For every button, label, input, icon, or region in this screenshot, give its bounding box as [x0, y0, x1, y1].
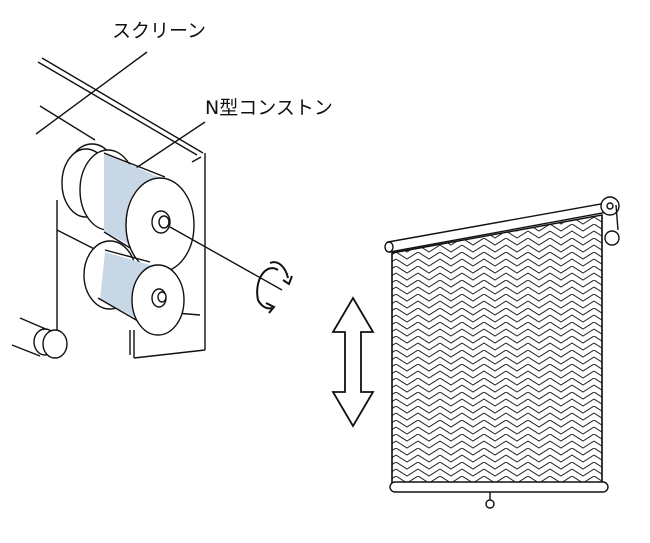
- shaft-axis-line: [169, 226, 283, 291]
- rotation-arrow-icon: [256, 261, 293, 314]
- roller-blind: [384, 196, 620, 509]
- screen-label: スクリーン: [112, 20, 207, 42]
- constant-spring-roll-large: [61, 143, 195, 273]
- constant-spring-roll-small: [83, 240, 185, 336]
- spring-leader-line: [129, 121, 206, 173]
- up-down-arrow-icon: [331, 296, 375, 428]
- constant-spring-label: N型コンストン: [205, 97, 333, 119]
- bottom-rod: [11, 317, 68, 359]
